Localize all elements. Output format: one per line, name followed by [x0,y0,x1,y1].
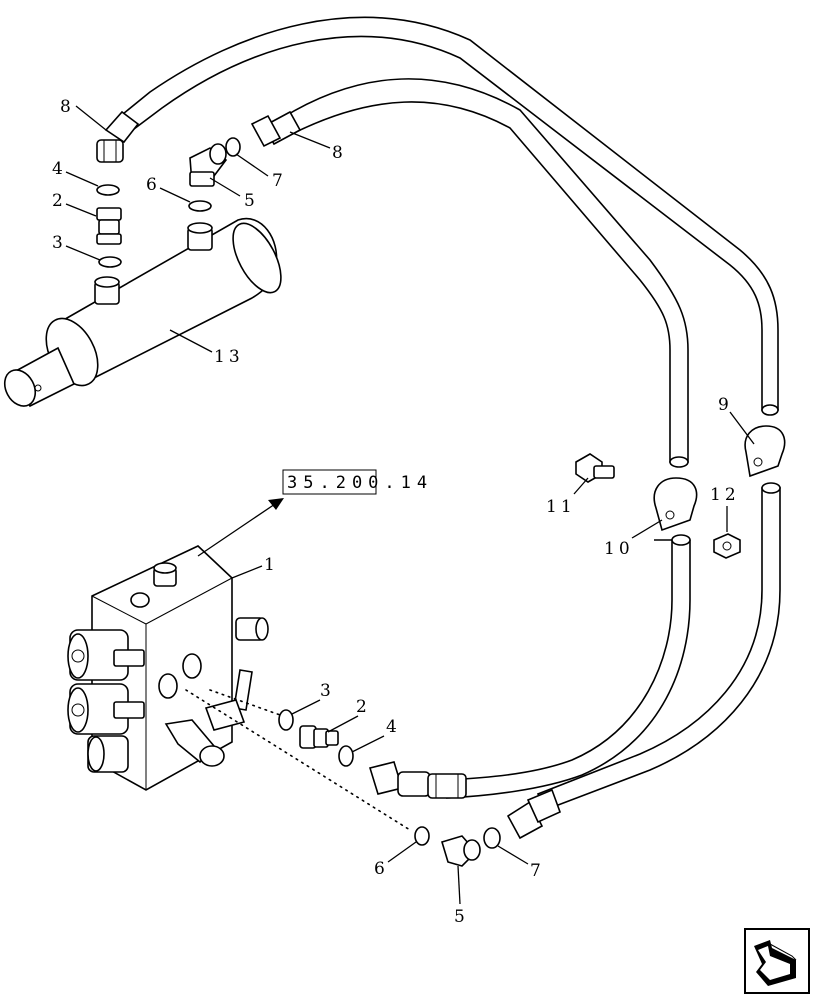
hose-upper-left [116,16,779,416]
callout-8-right: 8 [289,131,347,163]
hose-fitting-8-right [250,110,302,148]
svg-text:1: 1 [264,555,279,575]
callout-7-top: 7 [235,153,287,191]
callout-11: 11 [546,477,589,517]
callout-5-top: 5 [209,177,259,211]
clamp-10 [653,477,698,532]
callout-4-top: 4 [52,159,99,187]
callout-2-lower: 2 [327,697,371,733]
callout-2-top: 2 [52,191,97,217]
svg-text:7: 7 [530,861,545,881]
svg-text:13: 13 [214,347,244,367]
callout-8-left: 8 [60,97,107,131]
bolt-11 [575,453,615,483]
callout-4-lower: 4 [351,717,401,753]
callout-3-top: 3 [52,233,101,261]
svg-text:6: 6 [146,175,161,195]
svg-text:8: 8 [60,97,75,117]
callout-9: 9 [718,395,755,445]
svg-text:4: 4 [386,717,401,737]
callout-12: 12 [710,485,740,532]
callout-6-top: 6 [146,175,191,203]
callout-1: 1 [231,555,279,579]
reference-text: 35.200.14 [287,473,433,493]
oring-4-top [96,184,120,196]
callout-6-lower: 6 [374,841,417,879]
callout-7-lower: 7 [497,845,545,881]
svg-text:3: 3 [320,681,335,701]
svg-text:12: 12 [710,485,740,505]
svg-text:5: 5 [244,191,259,211]
svg-text:3: 3 [52,233,67,253]
svg-text:8: 8 [332,143,347,163]
oring-3-lower [278,709,294,731]
valve-block [67,545,269,791]
oring-7-lower [483,827,501,849]
callout-3-lower: 3 [291,681,335,715]
nut-12 [713,533,741,559]
adapter-fitting-2-lower [299,725,339,749]
port-path-lower [185,689,411,831]
next-page-arrow-icon[interactable] [744,928,810,994]
oring-6-top [188,200,212,212]
port-path-upper [209,689,281,716]
reference-link[interactable]: 35.200.14 [197,469,433,557]
hose-fitting-lower-right [506,788,562,840]
hydraulic-cylinder [3,217,282,408]
oring-7-top [225,137,241,157]
svg-text:2: 2 [52,191,67,211]
oring-3-top [98,256,122,268]
callout-5-lower: 5 [454,865,469,927]
svg-text:5: 5 [454,907,469,927]
svg-text:4: 4 [52,159,67,179]
hose-fitting-8-left [96,110,140,163]
svg-text:11: 11 [546,497,576,517]
svg-text:10: 10 [604,539,634,559]
oring-4-lower [338,745,354,767]
oring-6-lower [414,826,430,846]
clamp-9 [744,425,786,478]
elbow-fitting-5-top [189,143,228,187]
callout-13: 13 [169,329,244,367]
svg-text:2: 2 [356,697,371,717]
hose-upper-right [280,78,689,468]
svg-text:7: 7 [272,171,287,191]
hose-fitting-lower-left [368,761,467,799]
svg-text:9: 9 [718,395,733,415]
elbow-fitting-5-lower [441,835,481,867]
adapter-fitting-2-top [96,207,122,245]
svg-text:6: 6 [374,859,389,879]
callout-10: 10 [604,519,663,559]
